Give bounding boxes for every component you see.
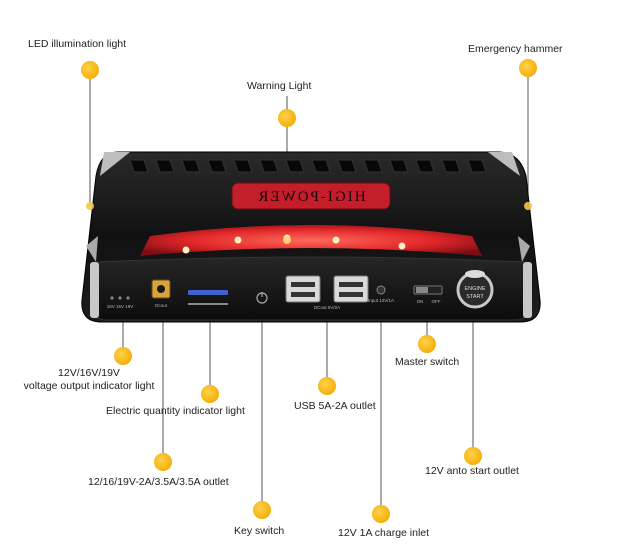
marker-quantity [201,385,219,403]
usb-slot [291,292,315,297]
master-switch-toggle [416,287,428,293]
warning-light-strip [140,225,482,256]
label-voltage-line2: voltage output indicator light [23,380,155,392]
label-led-light: LED illumination light [28,38,127,50]
marker-voltage [114,347,132,365]
master-switch-off: OFF [432,299,441,304]
usb-slot [339,282,363,287]
charge-inlet-text: Input 12V/1A [368,298,394,303]
label-usb-outlet: USB 5A-2A outlet [294,400,376,412]
voltage-marks: 16V 15V 19V [107,304,134,309]
marker-led [81,61,99,79]
callout-markers [81,59,537,523]
label-warning-light: Warning Light [247,80,312,92]
voltage-led [126,296,130,300]
side-rail [90,262,99,318]
voltage-led [118,296,122,300]
marker-auto-start [464,447,482,465]
corner-bumper [86,236,98,262]
dc-outlet-pin [157,285,165,293]
label-quantity-indicator: Electric quantity indicator light [106,405,245,417]
label-voltage-indicator: 12V/16V/19V voltage output indicator lig… [8,367,170,393]
master-switch-on: ON [417,299,424,304]
vent-slot [155,159,175,173]
marker-hammer [519,59,537,77]
marker-end [524,202,532,210]
jump-starter-device: HIGI-POWER 16V 15V 19V Dcout DCout 5V/2A [81,151,541,323]
vent-slot [285,159,305,173]
side-rail [523,262,532,318]
corner-bumper [100,152,130,176]
label-auto-start: 12V anto start outlet [425,465,519,477]
label-emergency-hammer: Emergency hammer [468,43,563,55]
label-key-switch: Key switch [234,525,285,537]
marker-warning [278,109,296,127]
usb-slot [339,292,363,297]
label-master-switch: Master switch [395,356,460,368]
label-charge-inlet: 12V 1A charge inlet [338,527,430,539]
vent-slot [363,159,383,173]
vent-slot [259,159,279,173]
quantity-indicator [188,290,228,295]
vent-slot [389,159,409,173]
brand-badge [231,182,391,210]
marker-usb [318,377,336,395]
vent-slot [415,159,435,173]
corner-bumper [488,152,520,176]
marker-end [283,236,291,244]
vent-slot [129,159,149,173]
vent-slot [311,159,331,173]
usb-port [333,275,369,303]
charge-inlet [376,285,386,295]
warning-led-dot [398,242,406,250]
start-outlet-car [465,270,485,278]
marker-dc-outlet [154,453,172,471]
warning-led-dot [234,236,242,244]
vent-slot [441,159,461,173]
corner-bumper [518,236,530,262]
dc-outlet-text: Dcout [155,303,168,308]
warning-led-dot [332,236,340,244]
usb-port [285,275,321,303]
marker-key [253,501,271,519]
vent-slot [233,159,253,173]
voltage-led [110,296,114,300]
vent-grille [129,159,487,173]
vent-slot [181,159,201,173]
usb-text: DCout 5V/2A [314,305,340,310]
marker-charge [372,505,390,523]
start-outlet-top: ENGINE [464,286,485,292]
vent-slot [207,159,227,173]
vent-slot [467,159,487,173]
usb-slot [291,282,315,287]
brand-badge-text: HIGI-POWER [256,189,365,205]
vent-slot [337,159,357,173]
quantity-indicator-line [188,303,228,305]
label-voltage-line1: 12V/16V/19V [58,367,120,379]
marker-end [86,202,94,210]
start-outlet-bottom: START [466,294,484,300]
marker-master [418,335,436,353]
label-dc-outlet: 12/16/19V-2A/3.5A/3.5A outlet [88,476,229,488]
warning-led-dot [182,246,190,254]
